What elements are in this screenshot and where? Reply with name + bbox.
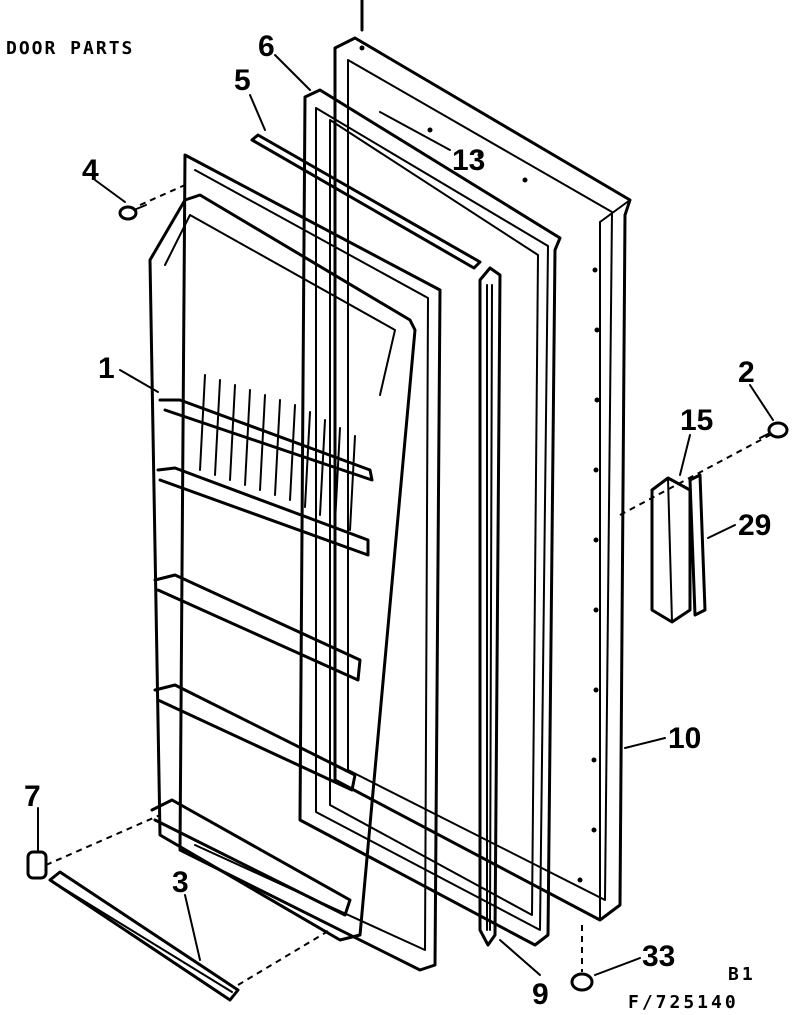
part-29-handle-insert xyxy=(688,473,707,617)
part-3-bottom-trim xyxy=(48,870,240,1002)
part-1-inner-liner xyxy=(148,193,417,942)
callout-10: 10 xyxy=(668,722,701,755)
diagram-code-top: B1 xyxy=(728,964,756,985)
callout-7: 7 xyxy=(24,780,41,813)
part-15-handle xyxy=(650,476,692,624)
part-9-gasket xyxy=(478,266,502,947)
door-frame-seal xyxy=(178,153,442,972)
diagram-title: DOOR PARTS xyxy=(6,38,134,59)
leader-arrows xyxy=(37,54,774,976)
callout-1: 1 xyxy=(98,352,115,385)
callout-5: 5 xyxy=(234,64,251,97)
callout-3: 3 xyxy=(172,866,189,899)
callout-6: 6 xyxy=(258,30,275,63)
callout-2: 2 xyxy=(738,356,755,389)
assembly-lines xyxy=(45,184,771,986)
callout-13: 13 xyxy=(452,144,485,177)
callout-9: 9 xyxy=(532,978,549,1011)
part-7-door-stop xyxy=(26,850,48,880)
callout-15: 15 xyxy=(680,404,713,437)
part-33-bushing xyxy=(570,972,594,992)
callout-33: 33 xyxy=(642,940,675,973)
part-5-breaker-strip xyxy=(250,133,482,270)
callout-29: 29 xyxy=(738,509,771,542)
part-2-screw xyxy=(759,421,789,439)
part-4-screw xyxy=(118,204,147,221)
part-10-outer-door xyxy=(333,0,632,922)
callout-4: 4 xyxy=(82,154,99,187)
diagram-code-bottom: F/725140 xyxy=(628,992,739,1013)
part-13-liner xyxy=(298,88,562,947)
